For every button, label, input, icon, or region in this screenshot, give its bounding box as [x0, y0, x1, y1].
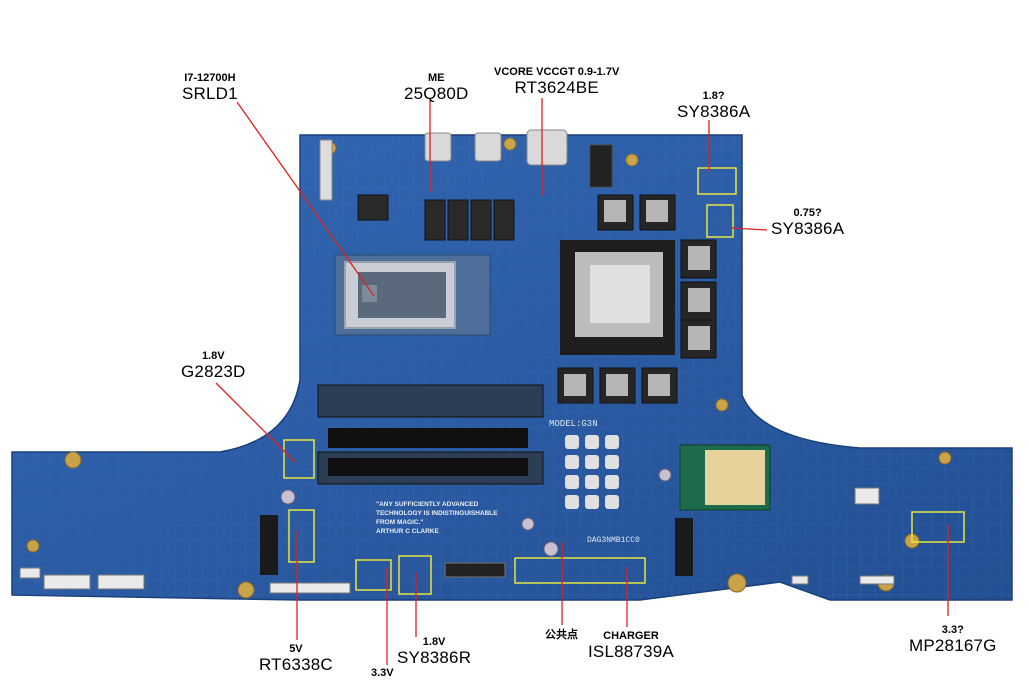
highlight-boxes: [283, 167, 965, 595]
charger-role: CHARGER: [603, 630, 659, 642]
cpu-chip: [334, 254, 491, 336]
board-code: DAG3NMB1CC0: [587, 536, 640, 545]
usb-c-ports: [319, 129, 613, 201]
g2823d-voltage: 1.8V: [201, 350, 225, 362]
me-role: ME: [428, 72, 445, 84]
board-quote: "ANY SUFFICIENTLY ADVANCED TECHNOLOGY IS…: [376, 501, 498, 535]
cpu-part: SRLD1: [182, 84, 238, 103]
board-model: MODEL:G3N: [549, 419, 598, 429]
sy8386r-label: 1.8V SY8386R: [397, 636, 471, 668]
wifi-card: [679, 444, 771, 511]
common-point-label: 公共点: [545, 629, 578, 641]
g2823d-part: G2823D: [181, 362, 246, 381]
vcore-role: VCORE VCCGT 0.9-1.7V: [494, 66, 620, 78]
mp28167g-label: 3.3? MP28167G: [909, 624, 997, 656]
rt6338c-part: RT6338C: [259, 655, 333, 674]
charger-label: CHARGER ISL88739A: [588, 630, 674, 662]
sy8386a-2-voltage: 0.75?: [793, 207, 822, 219]
rt6338c-voltage: 5V: [289, 643, 303, 655]
sy8386a-1-label: 1.8? SY8386A: [677, 90, 750, 122]
ram-slots: [317, 384, 544, 485]
sy8386a-2-part: SY8386A: [771, 219, 845, 238]
rt6338c-label: 5V RT6338C: [259, 643, 333, 675]
me-part: 25Q80D: [404, 84, 469, 103]
quote-line: FROM MAGIC.": [376, 519, 424, 526]
sy8386r-voltage: 1.8V: [422, 636, 446, 648]
pointer-lines: [215, 98, 949, 665]
quote-line: TECHNOLOGY IS INDISTINGUISHABLE: [376, 510, 498, 517]
vcore-label: VCORE VCCGT 0.9-1.7V RT3624BE: [494, 66, 619, 98]
rail-3v3-label: 3.3V: [371, 667, 394, 679]
mp28167g-voltage: 3.3?: [941, 624, 964, 636]
sy8386a-2-label: 0.75? SY8386A: [771, 207, 844, 239]
m2-slots: [260, 515, 693, 576]
sy8386r-part: SY8386R: [397, 648, 472, 667]
quote-line: "ANY SUFFICIENTLY ADVANCED: [376, 501, 479, 508]
vcore-part: RT3624BE: [514, 78, 599, 97]
quote-line: ARTHUR C CLARKE: [376, 528, 439, 535]
cpu-label: I7-12700H SRLD1: [182, 72, 238, 104]
gpu-chip: [560, 240, 675, 355]
mp28167g-part: MP28167G: [909, 636, 997, 655]
g2823d-label: 1.8V G2823D: [181, 350, 246, 382]
power-stage: [357, 194, 515, 241]
me-label: ME 25Q80D: [404, 72, 469, 104]
charger-part: ISL88739A: [588, 642, 674, 661]
capacitors: [280, 468, 672, 557]
bottom-connectors: [19, 487, 895, 594]
sy8386a-1-part: SY8386A: [677, 102, 751, 121]
cpu-model: I7-12700H: [184, 72, 236, 84]
sy8386a-1-voltage: 1.8?: [702, 90, 725, 102]
